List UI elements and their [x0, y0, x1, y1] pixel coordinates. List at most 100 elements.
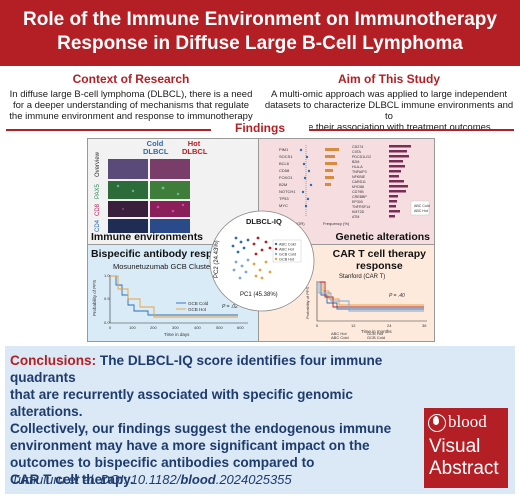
- panel-cd4-cold: [108, 219, 148, 233]
- context-line-3: the immune environment and response to i…: [9, 111, 253, 122]
- cart-label-line-2: response: [355, 260, 403, 272]
- context-line-2: for a deeper understanding of mechanisms…: [12, 100, 250, 111]
- pca-legend-box: [272, 239, 302, 263]
- citation-journal: blood: [180, 472, 216, 487]
- km-line-gcb-cold: [110, 275, 238, 316]
- header-banner: Role of the Immune Environment on Immuno…: [0, 0, 520, 66]
- pc1-label: PC1 (45.38%): [240, 292, 278, 298]
- row-label-cd8: CD8: [95, 203, 101, 216]
- conclusion-line-1: Conclusions: The DLBCL-IQ score identifi…: [10, 352, 412, 386]
- cold-header: Cold DLBCL: [143, 139, 168, 156]
- cart-line-3: [317, 281, 424, 308]
- conclusions-lead: Conclusions:: [10, 353, 97, 368]
- conclusion-line-1-rest: The DLBCL-IQ score identifies four immun…: [10, 353, 383, 385]
- svg-text:100: 100: [129, 325, 136, 330]
- aim-line-3: define their association with treatment …: [287, 122, 491, 133]
- citation: Tumuluru et al. DOI: 10.1182/blood.20240…: [11, 472, 292, 487]
- aim-line-2: datasets to characterize DLBCL immune en…: [264, 100, 514, 122]
- legend-abc-hot: ABC Hot: [414, 209, 428, 213]
- pca-circle: [209, 210, 315, 312]
- pc2-label: PC2 (24.43%): [214, 240, 220, 278]
- svg-text:400: 400: [194, 325, 201, 330]
- svg-text:MYD88: MYD88: [352, 185, 364, 189]
- panel-cd8-hot: [150, 201, 190, 217]
- findings-label: Findings: [211, 121, 309, 135]
- cart-legend-gcb-cold: GCB Cold: [367, 335, 385, 340]
- cart-y-axis-label: Probability of PFS: [305, 287, 310, 319]
- citation-prefix: Tumuluru et al. DOI: 10.1182/: [11, 472, 181, 487]
- aim-title: Aim of This Study: [338, 72, 440, 86]
- svg-text:HLA-A: HLA-A: [352, 165, 363, 169]
- cart-subtitle: Stanford (CAR T): [339, 274, 386, 280]
- gene-left-1: PIM1: [279, 147, 289, 152]
- x-label-freq-left: Frequency (%): [323, 221, 350, 226]
- conclusion-line-3: Collectively, our findings suggest the e…: [10, 421, 392, 436]
- conclusion-line-6: CAR T cell therapy.: [10, 472, 134, 487]
- legend-box-right: [410, 200, 430, 216]
- visual-abstract-badge: blood Visual Abstract: [424, 408, 508, 488]
- aim-section: Aim of This Study A multi-omic approach …: [262, 72, 516, 133]
- gene-left-6: B2M: [279, 182, 287, 187]
- svg-text:300: 300: [172, 325, 179, 330]
- page-title: Role of the Immune Environment on Immuno…: [0, 8, 520, 56]
- pca-legend-abc-hot: ABC Hot: [279, 248, 295, 252]
- bispecific-subtitle: Mosunetuzumab GCB Clusters: [113, 262, 217, 271]
- gene-left-5: FOXO1: [279, 175, 293, 180]
- genetic-alterations-label: Genetic alterations: [335, 231, 430, 243]
- dlbcl-iq-pca: DLBCL-IQ ABC Cold ABC Hot GCB Cold GCB H…: [209, 210, 315, 312]
- conclusion-line-5: outcomes to bispecific antibodies compar…: [10, 455, 315, 470]
- legend-gcb-cold: GCB Cold: [188, 301, 209, 306]
- context-section: Context of Research In diffuse large B-c…: [4, 72, 258, 122]
- legend-gcb-hot: GCB Hot: [188, 307, 207, 312]
- km-line-gcb-hot: [110, 275, 238, 318]
- panel-overview-cold: [108, 159, 148, 179]
- gene-left-7: NOTCH1: [279, 189, 296, 194]
- svg-text:36: 36: [422, 323, 427, 328]
- bispecific-label: Bispecific antibody response: [91, 248, 237, 260]
- cart-label: CAR T cell therapy response: [333, 248, 426, 272]
- cart-legend-abc-hot: ABC Hot: [331, 331, 347, 336]
- citation-suffix: .2024025355: [215, 472, 292, 487]
- svg-text:600: 600: [237, 325, 244, 330]
- context-text: In diffuse large B-cell lymphoma (DLBCL)…: [4, 89, 258, 122]
- x-axis-label: Time in days: [164, 332, 190, 337]
- panel-cd8-cold: [108, 201, 148, 217]
- panel-pax5-cold: [108, 181, 148, 199]
- legend-abc-cold: ABC Cold: [414, 204, 430, 208]
- immune-environments-label: Immune environments: [91, 231, 204, 243]
- panel-pax5-hot: [150, 181, 190, 199]
- svg-text:TNFAIP3: TNFAIP3: [352, 170, 367, 174]
- aim-line-1: A multi-omic approach was applied to lar…: [270, 89, 508, 100]
- title-line-2: Response in Diffuse Large B-Cell Lymphom…: [57, 33, 463, 54]
- svg-text:PDCD1LG2: PDCD1LG2: [352, 155, 371, 159]
- badge-abstract: Abstract: [429, 458, 499, 479]
- conclusion-line-4: environment may have a more significant …: [10, 438, 370, 453]
- row-label-pax5: PAX5: [95, 183, 101, 199]
- svg-text:CD274: CD274: [352, 145, 363, 149]
- pca-scatter: [231, 236, 272, 280]
- svg-text:CD79B: CD79B: [352, 190, 364, 194]
- panel-overview-hot: [150, 159, 190, 179]
- gene-left-9: MYC: [279, 203, 288, 208]
- cart-label-line-1: CAR T cell therapy: [332, 248, 426, 260]
- cart-line-2: [317, 281, 424, 310]
- blood-brand: blood: [448, 412, 487, 431]
- panel-cd4-hot: [150, 219, 190, 233]
- svg-text:0: 0: [109, 325, 112, 330]
- context-line-1: In diffuse large B-cell lymphoma (DLBCL)…: [9, 89, 253, 100]
- conclusion-line-2: that are recurrently associated with spe…: [10, 387, 353, 419]
- hot-header: Hot DLBCL: [182, 140, 207, 156]
- cart-line-1: [317, 281, 424, 306]
- cold-label: Cold: [146, 139, 164, 148]
- pca-legend-gcb-hot: GCB Hot: [279, 258, 295, 262]
- svg-text:500: 500: [216, 325, 223, 330]
- bispecific-pvalue: P = .02: [222, 304, 238, 310]
- genetic-forest-plot: PIM1 SOCS1 BCL6 CD58 FOXO1 B2M NOTCH1 TP…: [279, 145, 430, 226]
- svg-text:200: 200: [150, 325, 157, 330]
- svg-text:12: 12: [351, 323, 356, 328]
- immune-quadrant: Cold DLBCL Hot DLBCL Overview PAX5 CD8 C…: [87, 138, 259, 246]
- svg-text:NFKBIE: NFKBIE: [352, 175, 366, 179]
- svg-text:TNFRSF14: TNFRSF14: [352, 205, 370, 209]
